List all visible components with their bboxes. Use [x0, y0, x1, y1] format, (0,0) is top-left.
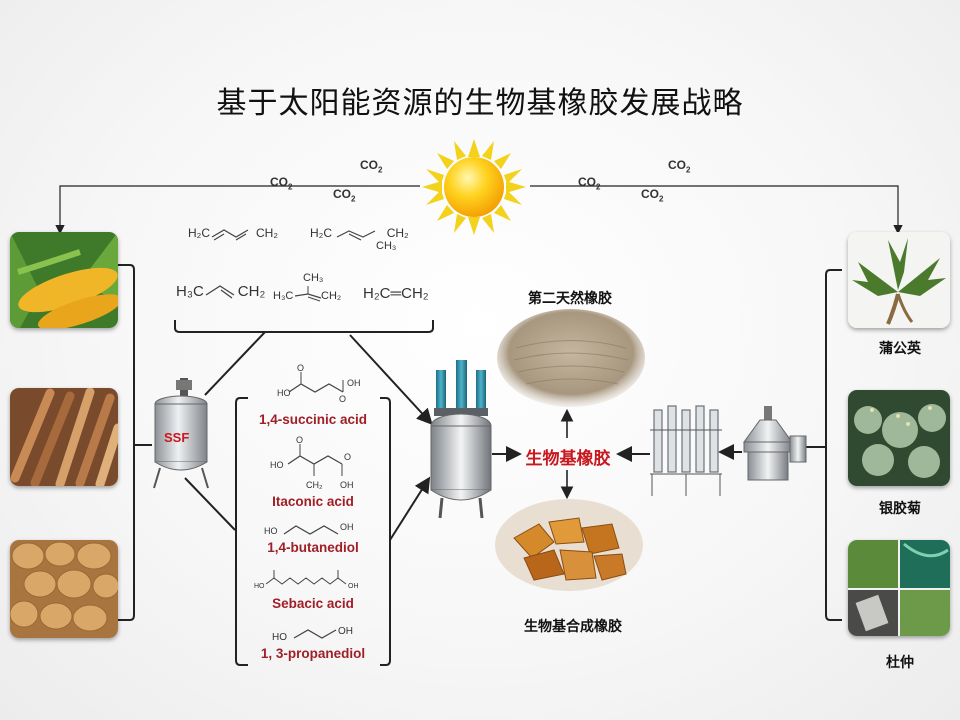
guayule-photo: [848, 390, 950, 486]
plant-label: 蒲公英: [879, 341, 921, 357]
page-title: 基于太阳能资源的生物基橡胶发展战略: [216, 86, 744, 121]
svg-text:OH: OH: [348, 583, 359, 590]
dandelion-photo: [848, 232, 950, 328]
natural-rubber-photo: [496, 308, 646, 408]
extraction-columns: [650, 405, 722, 496]
isobutylene-structure: CH₃ H₃C CH₂: [273, 272, 342, 302]
monomer-brace: [174, 320, 434, 333]
sebacic-acid-structure: HO OH: [254, 570, 359, 590]
succinic-acid-structure: HO O OH O: [277, 363, 361, 402]
centrifuge: [743, 406, 807, 481]
plant-label: 杜仲: [886, 655, 914, 671]
right-plants-bracket: [825, 269, 842, 621]
co2-label: CO2: [333, 187, 356, 204]
plant-label: 银胶菊: [879, 501, 921, 517]
svg-text:HO: HO: [270, 460, 284, 470]
ssf-label: SSF: [164, 430, 190, 445]
co2-label: CO2: [270, 175, 293, 192]
chemical-label: 1, 3-propanediol: [260, 646, 366, 661]
co2-label: CO2: [360, 158, 383, 175]
bio-rubber-label: 生物基橡胶: [525, 449, 611, 469]
chemical-label: 1,4-succinic acid: [258, 412, 368, 427]
svg-text:HO: HO: [272, 632, 287, 643]
svg-text:HO: HO: [254, 583, 265, 590]
svg-text:OH: OH: [347, 378, 361, 388]
svg-text:HO: HO: [277, 388, 291, 398]
synthetic-rubber-photo: [494, 498, 644, 592]
chemical-label: Itaconic acid: [272, 494, 354, 509]
sugarcane-photo: [10, 388, 118, 486]
chemical-label: Sebacic acid: [272, 596, 354, 611]
propanediol-structure: HO OH: [272, 626, 353, 643]
ethylene-structure: H₂C═CH₂: [363, 285, 429, 302]
svg-text:O: O: [297, 363, 304, 373]
polymerization-reactor: [430, 360, 492, 519]
corn-photo: [10, 232, 118, 328]
isoprene-structure: H₂C CH₂ CH₃: [310, 226, 409, 252]
svg-text:OH: OH: [338, 626, 353, 637]
svg-text:CH₂: CH₂: [306, 480, 323, 490]
co2-label: CO2: [578, 175, 601, 192]
svg-text:OH: OH: [340, 480, 354, 490]
svg-text:O: O: [296, 436, 303, 445]
ssf-fermenter: SSF: [150, 378, 212, 490]
chemical-label: 1,4-butanediol: [267, 540, 359, 555]
ssf-to-monomer-line: [204, 331, 266, 396]
sun-to-right-arrow: [530, 185, 903, 235]
left-crops-bracket: [118, 264, 135, 621]
butanediol-structure: HO OH: [264, 522, 354, 536]
svg-text:O: O: [344, 452, 351, 462]
synthetic-rubber-label: 生物基合成橡胶: [524, 619, 622, 635]
chemical-brace: [235, 397, 248, 666]
itaconic-acid-structure: HO O CH₂ OH O: [270, 436, 354, 490]
potato-photo: [10, 540, 118, 638]
co2-label: CO2: [668, 158, 691, 175]
chemical-to-reactor-arrow: [389, 476, 431, 541]
svg-text:O: O: [339, 394, 346, 402]
eucommia-photo: [848, 540, 950, 636]
svg-text:HO: HO: [264, 526, 278, 536]
natural-rubber-label: 第二天然橡胶: [528, 291, 612, 307]
svg-text:OH: OH: [340, 522, 354, 532]
sun-icon: [422, 139, 526, 235]
co2-label: CO2: [641, 187, 664, 204]
